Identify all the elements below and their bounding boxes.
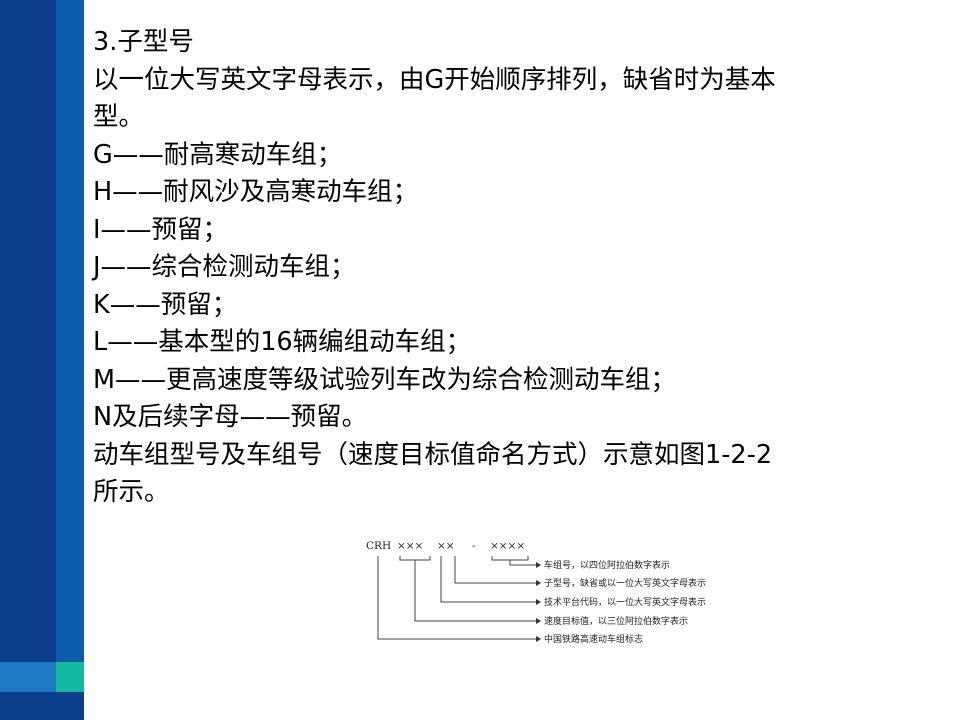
label-subtype: 子型号，缺省或以一位大写英文字母表示 [544,577,706,589]
arrow-icon [536,599,541,605]
teal-accent-square [56,662,84,692]
label-platform-code: 技术平台代码，以一位大写英文字母表示 [544,596,706,608]
list-item-h: H——耐风沙及高寒动车组； [93,177,419,207]
label-crh-mark: 中国铁路高速动车组标志 [544,633,643,645]
list-item-g: G——耐高寒动车组； [93,139,343,170]
list-item-m: M——更高速度等级试验列车改为综合检测动车组； [93,364,677,395]
left-band-dark [0,0,56,720]
leader-platform [440,556,536,603]
diagram-platform-marks: ×× [437,540,455,552]
bracket-unit [491,556,529,561]
list-item-j: J——综合检测动车组； [93,252,356,282]
diagram-svg: CRH ××× ×× - ×××× 车组号 [366,540,706,645]
list-item-k: K——预留； [93,289,238,320]
diagram-speed-marks: ××× [397,540,423,552]
text-line: 动车组型号及车组号（速度目标值命名方式）示意如图1-2-2 [93,439,773,470]
text-line: 以一位大写英文字母表示，由G开始顺序排列，缺省时为基本 [93,64,776,95]
label-speed-target: 速度目标值，以三位阿拉伯数字表示 [544,615,688,627]
arrow-icon [536,580,541,586]
leader-speed [414,560,536,622]
leader-subtype [454,556,536,584]
leader-unit [509,560,536,566]
left-band-light-block [0,662,56,692]
bracket-speed [399,556,431,561]
text-line: 型。 [93,102,145,132]
diagram-dash: - [472,540,476,552]
list-item-i: I——预留； [93,214,229,245]
label-unit-number: 车组号，以四位阿拉伯数字表示 [544,559,670,571]
list-item-n: N及后续字母——预留。 [93,402,368,432]
left-band-bottom [0,692,84,720]
heading-subtype: 3.子型号 [93,27,194,57]
model-number-diagram: CRH ××× ×× - ×××× 车组号 [360,534,760,652]
arrow-icon [536,562,541,568]
diagram-code-crh: CRH [366,540,391,552]
leader-crh [377,556,536,640]
list-item-l: L——基本型的16辆编组动车组； [93,327,472,357]
left-band-mid [56,0,84,720]
arrow-icon [536,618,541,624]
diagram-unit-marks: ×××× [490,540,525,552]
text-line: 所示。 [93,477,170,507]
slide-text-body: 3.子型号 以一位大写英文字母表示，由G开始顺序排列，缺省时为基本 型。 G——… [93,24,953,512]
arrow-icon [536,636,541,642]
